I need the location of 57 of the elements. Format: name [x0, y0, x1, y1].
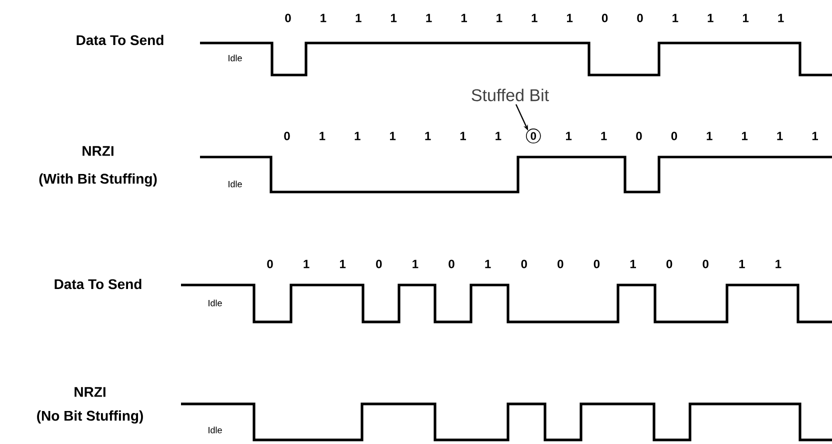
row-title: (No Bit Stuffing) — [37, 410, 143, 424]
bit-value: 1 — [320, 14, 326, 22]
bit-value: 0 — [671, 132, 678, 140]
bit-value: 0 — [558, 260, 564, 268]
bit-value: 1 — [672, 14, 678, 22]
bit-value: 1 — [304, 260, 310, 268]
idle-label: Idle — [208, 300, 222, 306]
bit-value: 0 — [666, 260, 672, 268]
bit-value: 1 — [567, 14, 573, 22]
bit-value: 1 — [742, 132, 748, 140]
row-title: Data To Send — [54, 278, 142, 290]
bit-value: 1 — [532, 14, 538, 22]
bit-value: 1 — [706, 132, 712, 140]
bit-value: 1 — [461, 14, 467, 22]
bit-value: 1 — [391, 14, 397, 22]
bit-value: 0 — [376, 260, 382, 268]
bit-value: 1 — [340, 260, 346, 268]
bit-value: 1 — [776, 260, 782, 268]
row-title: NRZI — [74, 387, 106, 397]
bit-value: 0 — [521, 260, 527, 268]
bit-value: 1 — [496, 132, 502, 140]
row-title: Data To Send — [76, 34, 164, 46]
idle-label: Idle — [228, 54, 242, 62]
bit-value: 1 — [739, 260, 745, 268]
bit-value: 0 — [285, 14, 291, 22]
idle-label: Idle — [228, 180, 242, 188]
circled-bit: 0 — [526, 128, 541, 144]
stuffed-bit-label: Stuffed Bit — [472, 88, 549, 102]
bit-value: 1 — [630, 260, 636, 268]
bit-value: 0 — [637, 14, 643, 22]
bit-value: 1 — [743, 14, 749, 22]
bit-value: 1 — [812, 132, 818, 140]
bit-value: 1 — [354, 132, 360, 140]
bit-value: 1 — [485, 260, 491, 268]
bit-value: 1 — [601, 132, 607, 140]
bit-value: 1 — [425, 132, 431, 140]
bit-value: 1 — [778, 14, 784, 22]
bit-value: 0 — [267, 260, 273, 268]
bit-value: 0 — [602, 14, 608, 22]
bit-value: 1 — [390, 132, 396, 140]
bit-value: 0 — [636, 132, 642, 140]
bit-value: 1 — [320, 132, 326, 140]
bit-value: 1 — [426, 14, 432, 22]
row-title: NRZI — [82, 146, 114, 156]
bit-value: 0 — [702, 260, 708, 268]
row-title: (With Bit Stuffing) — [39, 173, 157, 187]
bit-value: 0 — [594, 260, 600, 268]
bit-value: 1 — [412, 260, 418, 268]
bit-value: 1 — [708, 14, 714, 22]
bit-value: 1 — [356, 14, 362, 22]
bit-value: 0 — [448, 260, 454, 268]
bit-value: 0 — [284, 132, 290, 140]
bit-value: 1 — [566, 132, 572, 140]
idle-label: Idle — [208, 426, 222, 434]
bit-value: 1 — [460, 132, 466, 140]
bit-value: 1 — [496, 14, 502, 22]
bit-value: 1 — [777, 132, 783, 140]
